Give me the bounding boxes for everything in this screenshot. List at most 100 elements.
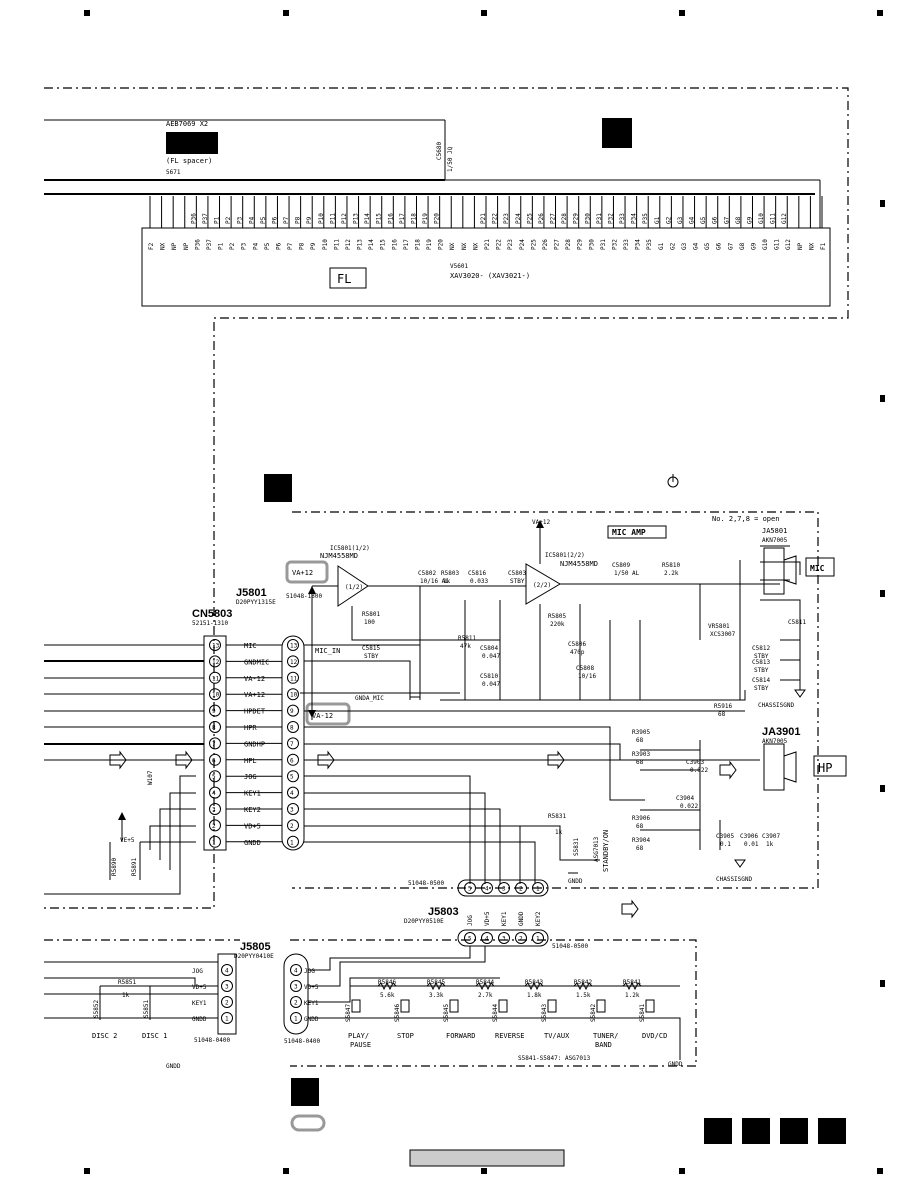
fl-pin-top-label: P28 (561, 213, 568, 224)
hp-part-ref: C3904 (676, 795, 694, 802)
fl-pin-label: P6 (275, 242, 282, 250)
key-resistor (524, 981, 544, 991)
fl-pin-label: G12 (785, 239, 792, 250)
j5805-ref: J5805 (240, 941, 271, 953)
j5803-top-pin-number: 5 (468, 886, 472, 893)
fl-pin-top-label: P35 (642, 213, 649, 224)
key-label: DVD/CD (642, 1032, 667, 1040)
fl-frame (44, 87, 849, 909)
j5801-pin-number: 6 (290, 757, 294, 764)
s5831-label: S5831 (573, 838, 580, 856)
va-plus-highlight (285, 560, 329, 584)
fl-pin-top-label: P27 (550, 213, 557, 224)
va-plus-arrow-icon (308, 586, 316, 594)
key-switch (400, 999, 410, 1013)
mic-jack-ref: JA5801 (762, 527, 787, 535)
j5803-conn-top: 51048-0500 (408, 880, 445, 887)
registration-marks (84, 10, 885, 1174)
j5801-pin (287, 639, 299, 651)
j5801-pin (287, 786, 299, 799)
cn5803-pin (209, 639, 221, 651)
fl-pin-top-label: G12 (781, 213, 788, 224)
fl-pin-top-label: P18 (410, 213, 417, 224)
key-resistor-val: 2.7k (478, 992, 493, 999)
cn5803-pin-number: 4 (212, 790, 216, 797)
r5890-label: R5890 (111, 858, 118, 876)
fl-pin-top-label: P21 (480, 213, 487, 224)
j5801-pin-number: 9 (290, 708, 294, 715)
j5805-left-pin-number: 3 (225, 984, 229, 991)
j5801-wiring (304, 600, 760, 884)
standby-label: STANDBY/ON (602, 830, 610, 872)
hp-part-ref: C3903 (686, 759, 704, 766)
hp-part-ref: C3907 (762, 833, 780, 840)
mic-part-ref: C5813 (752, 659, 770, 666)
j5805-right-pin-number: 3 (294, 984, 298, 991)
va-minus-label: VA-12 (312, 712, 333, 720)
key-wiring (44, 946, 681, 1060)
key-switch-ref: S5843 (541, 1004, 548, 1022)
fl-pin-top-label: G11 (770, 213, 777, 224)
mic-in-label: MIC_IN (315, 647, 340, 655)
fl-pin-label: P24 (519, 239, 526, 250)
hp-chassis-label: CHASSISGND (716, 876, 753, 883)
j5805-right-pin (290, 964, 302, 976)
j5801-pin-label: HPDET (244, 708, 266, 716)
key-switch-ref: S5842 (590, 1004, 597, 1022)
fl-pin-label: P22 (496, 239, 503, 250)
j5805-left-pin (221, 964, 233, 976)
fl-pin-top-label: P2 (225, 216, 232, 224)
hp-part-val: 0.022 (680, 803, 698, 810)
cn5803-pin-number: 2 (212, 823, 216, 830)
s5852-label: S5852 (93, 1000, 100, 1018)
j5803-bottom-body (457, 929, 549, 947)
cn5803-pin-number: 1 (212, 839, 216, 846)
key-resistor-val: 5.6k (380, 992, 395, 999)
fl-pin-top-label: P34 (631, 213, 638, 224)
j5803-top-pin-number: 3 (502, 886, 506, 893)
fl-pin-label: P7 (287, 242, 294, 250)
j5801-pin (287, 835, 299, 848)
j5803-top-pin (515, 882, 527, 894)
fl-pin-top-label: G3 (677, 216, 684, 224)
power-icon (667, 474, 679, 488)
key-label: FORWARD (446, 1032, 476, 1040)
cn5803-pin-number: 11 (212, 675, 220, 682)
footer-bar (409, 1149, 565, 1167)
fl-pin-label: P18 (414, 239, 421, 250)
j5801-pin (287, 803, 299, 815)
fl-pin-label: P27 (554, 239, 561, 250)
j5801-pin-label: GNDHP (244, 740, 265, 748)
ic1-label: (1/2) (345, 584, 363, 591)
fl-pin-label: NX (160, 242, 167, 250)
j5801-pin (287, 753, 299, 766)
j5801-pin-label: GNDMIC (244, 658, 269, 666)
mic-part-val: 47k (460, 643, 471, 650)
j5805-left-pin-label: VD+5 (192, 984, 207, 991)
key-switch (449, 999, 459, 1013)
j5805-left-pin-label: GNDD (192, 1016, 207, 1023)
cn5803-pin-number: 9 (212, 708, 216, 715)
j5801-ref: J5801 (236, 587, 267, 599)
j5801-pin-label: JOG (244, 773, 257, 781)
j5801-pin-number: 13 (290, 643, 298, 650)
key-resistor (475, 981, 495, 991)
cn5803-pin-number: 7 (212, 741, 216, 748)
block-marker-icon (291, 1078, 319, 1106)
hp-part-val: 68 (636, 759, 644, 766)
mic-amp-frame (292, 511, 819, 889)
page-tab-4 (818, 1118, 846, 1144)
fl-pin-label: F2 (148, 242, 155, 250)
disc2-label: DISC 2 (92, 1032, 117, 1040)
fl-pin-label: NP (171, 242, 178, 250)
fl-pin-top-label: G7 (723, 216, 730, 224)
va12-top-label: VA+12 (532, 519, 550, 526)
fl-pin-label: P14 (368, 239, 375, 250)
fl-pin-label: P21 (484, 239, 491, 250)
j5803-top-body (457, 879, 549, 897)
highlight-legend-icon (290, 1114, 326, 1132)
fl-pin-label: P33 (623, 239, 630, 250)
